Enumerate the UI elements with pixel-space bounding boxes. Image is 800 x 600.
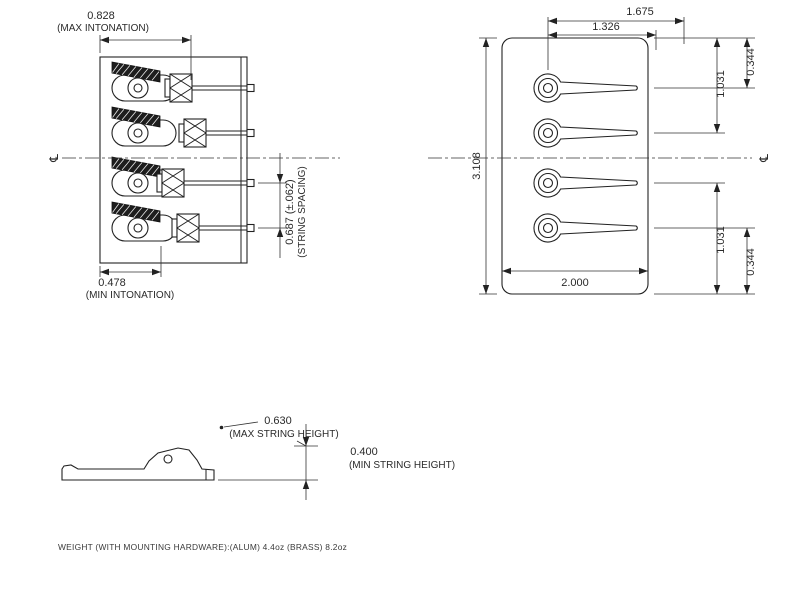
- dim-max-string-height: 0.630 (MAX STRING HEIGHT): [219, 415, 339, 447]
- dim-edge-offset-top: 0.344: [743, 38, 757, 88]
- top-view-saddles: ℄ 0.828 (MAX INTONATION) 0.478 (MIN INTO…: [47, 10, 340, 301]
- side-view: 0.630 (MAX STRING HEIGHT) 0.400 (MIN STR…: [61, 415, 455, 500]
- centerline-symbol: ℄: [47, 154, 61, 163]
- saddle-row-1: [111, 61, 255, 103]
- saddle-row-4: [111, 201, 255, 243]
- dim-outer-string-top-value: 1.031: [715, 70, 727, 98]
- dim-plate-width-value: 2.000: [561, 277, 589, 289]
- dim-max-string-height-value: 0.630: [264, 415, 292, 427]
- top-view-base-plate: ℄ 1.675 1.326: [428, 6, 771, 295]
- dim-min-string-height-value: 0.400: [350, 446, 378, 458]
- saddle-roller: [163, 454, 173, 464]
- dim-string-spacing: 0.687 (±.062) (STRING SPACING): [258, 153, 308, 258]
- dim-slot-length-value: 1.326: [592, 21, 620, 33]
- dim-slot-length: 1.326: [548, 21, 657, 50]
- dim-edge-offset-bottom: 0.344: [743, 228, 757, 294]
- dim-plate-length: 3.108: [471, 37, 497, 295]
- dim-outer-string-bottom: 1.031: [713, 183, 727, 294]
- side-profile-outline: [61, 447, 215, 481]
- dim-max-intonation-value: 0.828: [87, 10, 115, 22]
- dim-min-string-height: 0.400 (MIN STRING HEIGHT): [218, 424, 455, 500]
- dim-edge-offset-top-value: 0.344: [745, 48, 757, 76]
- dim-min-intonation-label: (MIN INTONATION): [86, 290, 175, 301]
- saddle-row-3: [111, 156, 255, 198]
- dim-max-string-height-label: (MAX STRING HEIGHT): [229, 429, 338, 440]
- dim-string-spacing-value: 0.687 (±.062): [284, 179, 296, 244]
- dim-min-intonation-value: 0.478: [98, 277, 126, 289]
- dim-min-string-height-label: (MIN STRING HEIGHT): [349, 460, 455, 471]
- dim-slot-overall-value: 1.675: [626, 6, 654, 18]
- saddle-row-2: [111, 106, 255, 148]
- dim-outer-string-bottom-value: 1.031: [715, 226, 727, 254]
- extension-lines: [654, 37, 755, 295]
- dim-slot-overall: 1.675: [547, 6, 685, 70]
- dim-min-intonation: 0.478 (MIN INTONATION): [86, 246, 175, 301]
- centerline-symbol: ℄: [757, 154, 771, 163]
- dim-plate-width: 2.000: [502, 267, 648, 289]
- dim-outer-string-top: 1.031: [713, 38, 727, 133]
- dim-max-intonation-label: (MAX INTONATION): [57, 23, 149, 34]
- dim-edge-offset-bottom-value: 0.344: [745, 248, 757, 276]
- base-plate-outline: [501, 37, 649, 295]
- weight-note: WEIGHT (WITH MOUNTING HARDWARE):(ALUM) 4…: [58, 542, 347, 552]
- dim-max-intonation: 0.828 (MAX INTONATION): [57, 10, 192, 80]
- dim-string-spacing-label: (STRING SPACING): [297, 166, 308, 257]
- dim-plate-length-value: 3.108: [471, 152, 483, 180]
